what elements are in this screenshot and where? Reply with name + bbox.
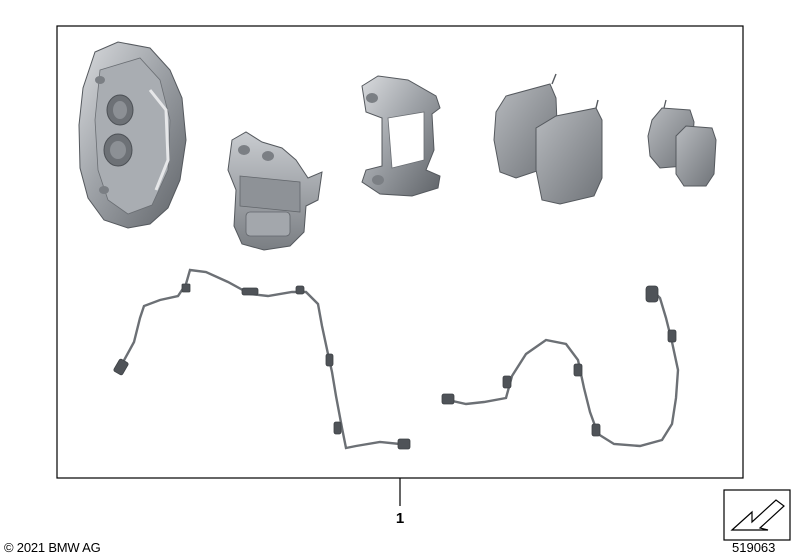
callout-number: 1 (395, 510, 405, 527)
fixed-brake-caliper (78, 41, 187, 229)
copyright-text: © 2021 BMW AG (4, 540, 101, 555)
brake-wear-sensor-front (120, 268, 402, 450)
image-number: 519063 (732, 540, 776, 555)
brake-wear-sensor-rear-details (441, 285, 677, 437)
brake-pad-set-rear (647, 99, 717, 187)
arrow-down-left-icon (723, 489, 791, 541)
brake-pad-set-front (493, 73, 603, 205)
brake-wear-sensor-front-details (113, 283, 411, 450)
caliper-carrier (361, 75, 441, 197)
floating-brake-caliper (227, 131, 323, 251)
brake-wear-sensor-rear (446, 288, 680, 448)
